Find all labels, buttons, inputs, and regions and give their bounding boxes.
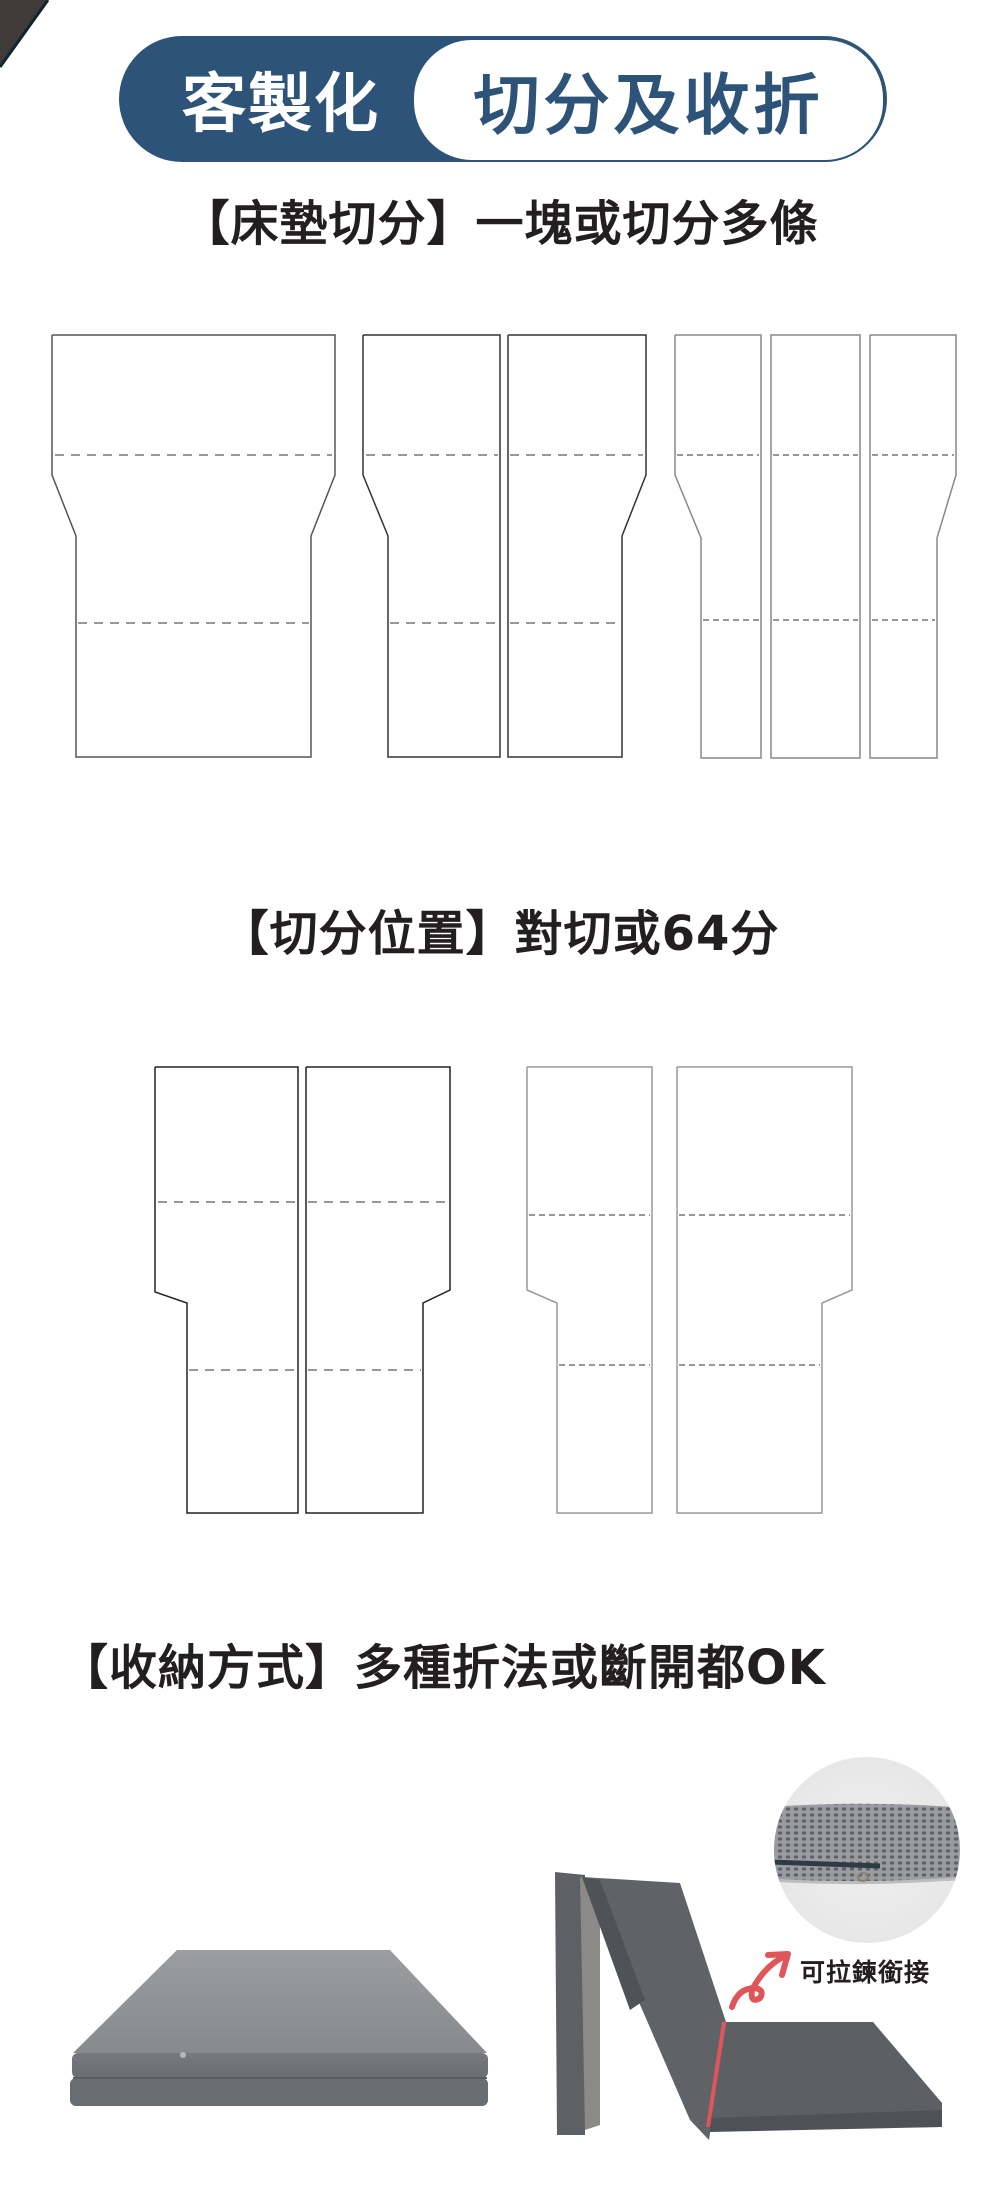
position-diagrams	[154, 1066, 853, 1514]
section-title-storage: 【收納方式】多種折法或斷開都OK	[60, 1640, 827, 1696]
photo-folded-stack	[70, 1950, 488, 2106]
storage-photos	[70, 1757, 960, 2140]
zipper-callout-label: 可拉鍊銜接	[800, 1958, 931, 1987]
diagram-two-pieces	[362, 334, 647, 758]
diagram-one-piece	[51, 334, 336, 758]
arrow-icon	[729, 1951, 791, 2010]
photo-tri-fold	[555, 1872, 942, 2140]
diagram-three-pieces	[674, 334, 957, 759]
section-title-split: 【床墊切分】一塊或切分多條	[181, 196, 819, 252]
corner-decoration	[0, 0, 50, 68]
diagram-half-split	[154, 1066, 451, 1514]
banner-left-label: 客製化	[182, 68, 380, 142]
diagram-sixty-forty-split	[526, 1066, 853, 1514]
section-title-position: 【切分位置】對切或64分	[220, 906, 780, 962]
banner-right-label: 切分及收折	[473, 67, 824, 144]
zipper-closeup	[774, 1757, 960, 1943]
banner-pill-inner	[412, 38, 885, 162]
split-diagrams	[51, 334, 957, 759]
